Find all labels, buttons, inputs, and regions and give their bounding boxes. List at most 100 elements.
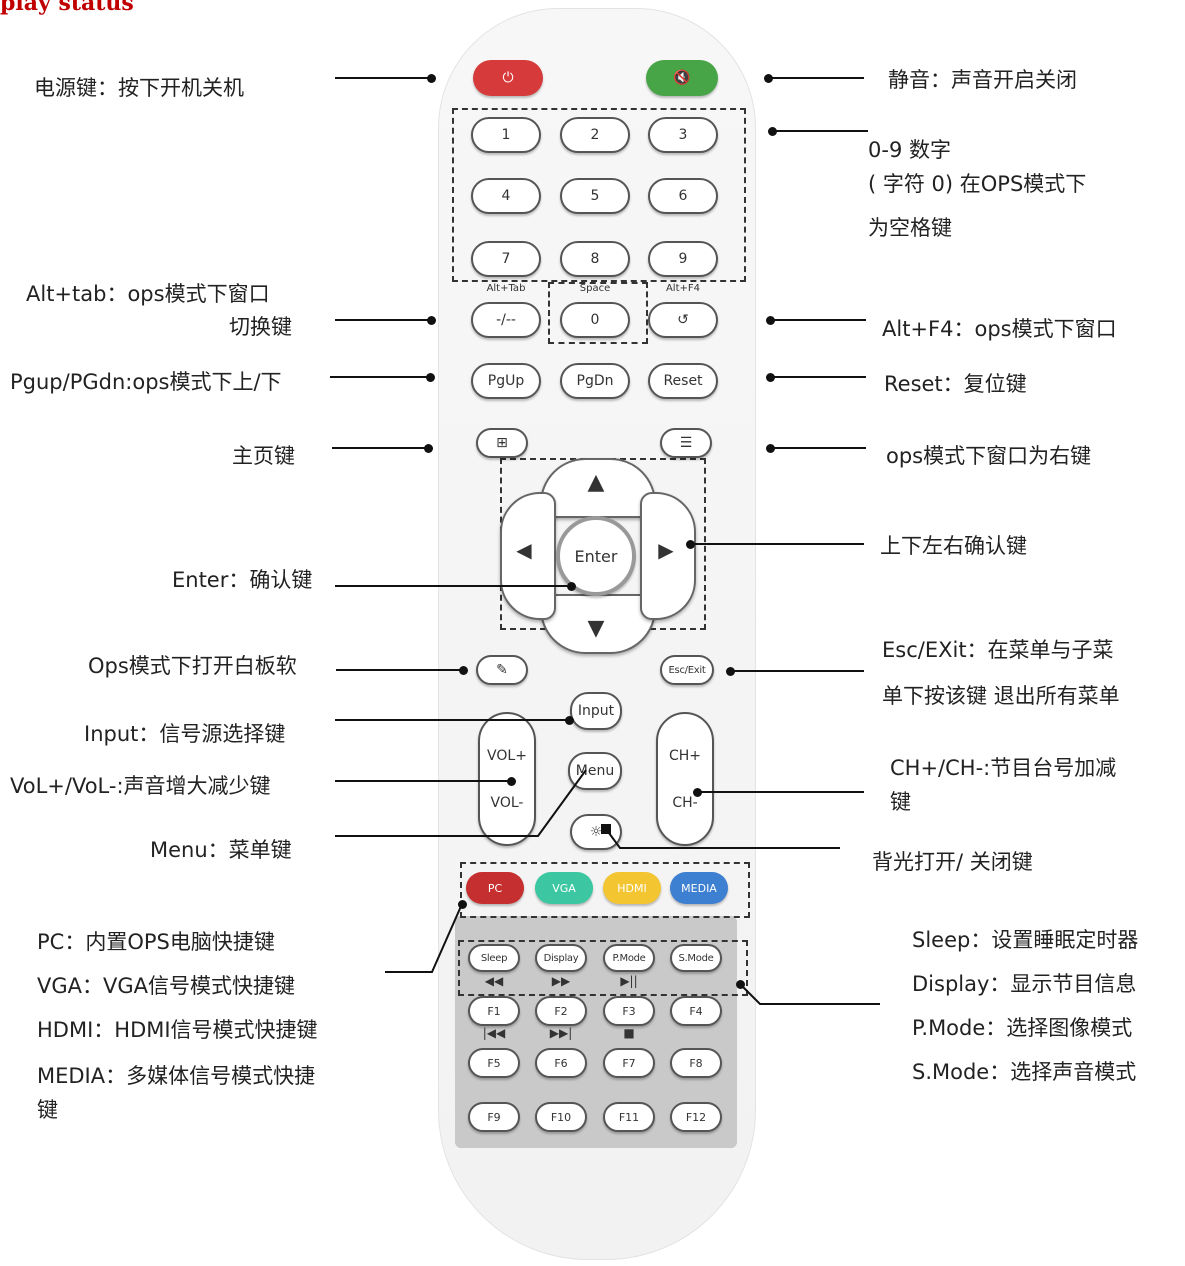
f10-button[interactable]: F10 xyxy=(535,1102,587,1132)
stop-icon: ■ xyxy=(623,1026,635,1040)
label-pmode: P.Mode：选择图像模式 xyxy=(912,1016,1133,1040)
reset-button[interactable]: Reset xyxy=(648,363,718,399)
label-sleep: Sleep：设置睡眠定时器 xyxy=(912,928,1139,952)
leader-square xyxy=(601,824,611,834)
label-power: 电源键：按下开机关机 xyxy=(34,76,244,100)
pc-button[interactable]: PC xyxy=(466,872,524,904)
leader-altf4 xyxy=(770,319,866,321)
right-arrow-icon: ▶ xyxy=(658,538,674,562)
number-group-outline xyxy=(452,108,746,282)
vga-button[interactable]: VGA xyxy=(535,872,593,904)
f6-button[interactable]: F6 xyxy=(535,1048,587,1078)
leader-mute xyxy=(768,77,864,79)
menu-key-button[interactable]: ☰ xyxy=(660,428,712,458)
display-button[interactable]: Display xyxy=(535,944,587,972)
label-ch-2: 键 xyxy=(890,790,911,814)
return-button[interactable]: ↺ xyxy=(648,302,718,338)
number-button-6[interactable]: 6 xyxy=(648,178,718,214)
mute-button[interactable]: 🔇 xyxy=(646,60,718,96)
number-button-1[interactable]: 1 xyxy=(471,117,541,153)
f1-button[interactable]: F1 xyxy=(468,996,520,1026)
previous-icon: |◀◀ xyxy=(482,1026,506,1040)
pmode-button[interactable]: P.Mode xyxy=(603,944,655,972)
pgdn-button[interactable]: PgDn xyxy=(560,363,630,399)
leader-dpad xyxy=(690,543,864,545)
label-vga: VGA：VGA信号模式快捷键 xyxy=(37,974,296,998)
leader-dot xyxy=(767,126,777,136)
leader-dot xyxy=(426,73,436,83)
esc-exit-button[interactable]: Esc/Exit xyxy=(660,655,714,685)
media-button[interactable]: MEDIA xyxy=(670,872,728,904)
label-numbers-2: ( 字符 0) 在OPS模式下 xyxy=(868,172,1087,196)
number-button-3[interactable]: 3 xyxy=(648,117,718,153)
label-dpad: 上下左右确认键 xyxy=(880,534,1027,558)
f7-button[interactable]: F7 xyxy=(603,1048,655,1078)
label-smode: S.Mode：选择声音模式 xyxy=(912,1060,1137,1084)
leader-dot xyxy=(457,899,467,909)
sleep-button[interactable]: Sleep xyxy=(468,944,520,972)
label-ch-1: CH+/CH-:节目台号加减 xyxy=(890,756,1117,780)
f12-button[interactable]: F12 xyxy=(670,1102,722,1132)
f9-button[interactable]: F9 xyxy=(468,1102,520,1132)
number-button-2[interactable]: 2 xyxy=(560,117,630,153)
zero-button[interactable]: 0 xyxy=(560,302,630,338)
smode-button[interactable]: S.Mode xyxy=(670,944,722,972)
home-button[interactable]: ⊞ xyxy=(476,428,528,458)
f2-button[interactable]: F2 xyxy=(535,996,587,1026)
power-button[interactable]: ⏻ xyxy=(473,60,543,96)
label-pgupdn: Pgup/PGdn:ops模式下上/下 xyxy=(10,370,282,394)
leader-numbers xyxy=(772,130,868,132)
enter-button[interactable]: Enter xyxy=(556,516,636,596)
space-group-outline xyxy=(548,282,648,344)
channel-rocker[interactable]: CH+ CH- xyxy=(656,712,714,846)
whiteboard-button[interactable]: ✎ xyxy=(476,655,528,685)
label-numbers-3: 为空格键 xyxy=(868,216,952,240)
leader-whiteboard xyxy=(336,669,463,671)
leader-power xyxy=(335,77,431,79)
label-mute: 静音：声音开启关闭 xyxy=(888,68,1077,92)
number-button-7[interactable]: 7 xyxy=(471,241,541,277)
leader-dot xyxy=(423,443,433,453)
leader-dot xyxy=(426,315,436,325)
label-media-1: MEDIA：多媒体信号模式快捷 xyxy=(37,1064,316,1088)
backlight-button[interactable]: ☼ xyxy=(570,814,622,850)
power-icon: ⏻ xyxy=(502,70,514,86)
leader-dot xyxy=(735,979,745,989)
number-button-8[interactable]: 8 xyxy=(560,241,630,277)
label-hdmi: HDMI：HDMI信号模式快捷键 xyxy=(37,1018,318,1042)
label-alttab-2: 切换键 xyxy=(229,315,292,339)
f3-button[interactable]: F3 xyxy=(603,996,655,1026)
leader-dot xyxy=(566,581,576,591)
f4-button[interactable]: F4 xyxy=(670,996,722,1026)
up-arrow-icon: ▲ xyxy=(587,470,605,495)
ch-minus-label: CH- xyxy=(672,794,698,811)
dash-button[interactable]: -/-- xyxy=(471,302,541,338)
label-home: 主页键 xyxy=(232,444,295,468)
hdmi-button[interactable]: HDMI xyxy=(603,872,661,904)
leader-dot xyxy=(564,715,574,725)
number-button-9[interactable]: 9 xyxy=(648,241,718,277)
leader-reset xyxy=(770,376,866,378)
label-reset: Reset：复位键 xyxy=(884,372,1027,396)
mute-icon: 🔇 xyxy=(673,70,691,86)
f5-button[interactable]: F5 xyxy=(468,1048,520,1078)
pgup-button[interactable]: PgUp xyxy=(471,363,541,399)
leader-home xyxy=(332,447,428,449)
windows-icon: ⊞ xyxy=(496,435,508,451)
leader-dot xyxy=(765,372,775,382)
leader-dot xyxy=(425,372,435,382)
leader-alttab xyxy=(335,319,431,321)
left-button[interactable] xyxy=(500,492,556,620)
ch-plus-label: CH+ xyxy=(668,747,702,764)
input-button[interactable]: Input xyxy=(570,692,622,730)
label-vol: VoL+/VoL-:声音增大减少键 xyxy=(10,774,271,798)
f11-button[interactable]: F11 xyxy=(603,1102,655,1132)
alt-tab-sublabel: Alt+Tab xyxy=(486,283,526,294)
number-button-5[interactable]: 5 xyxy=(560,178,630,214)
label-whiteboard: Ops模式下打开白板软 xyxy=(88,654,297,678)
f8-button[interactable]: F8 xyxy=(670,1048,722,1078)
next-icon: ▶▶| xyxy=(549,1026,573,1040)
leader-enter xyxy=(335,585,571,587)
number-button-4[interactable]: 4 xyxy=(471,178,541,214)
